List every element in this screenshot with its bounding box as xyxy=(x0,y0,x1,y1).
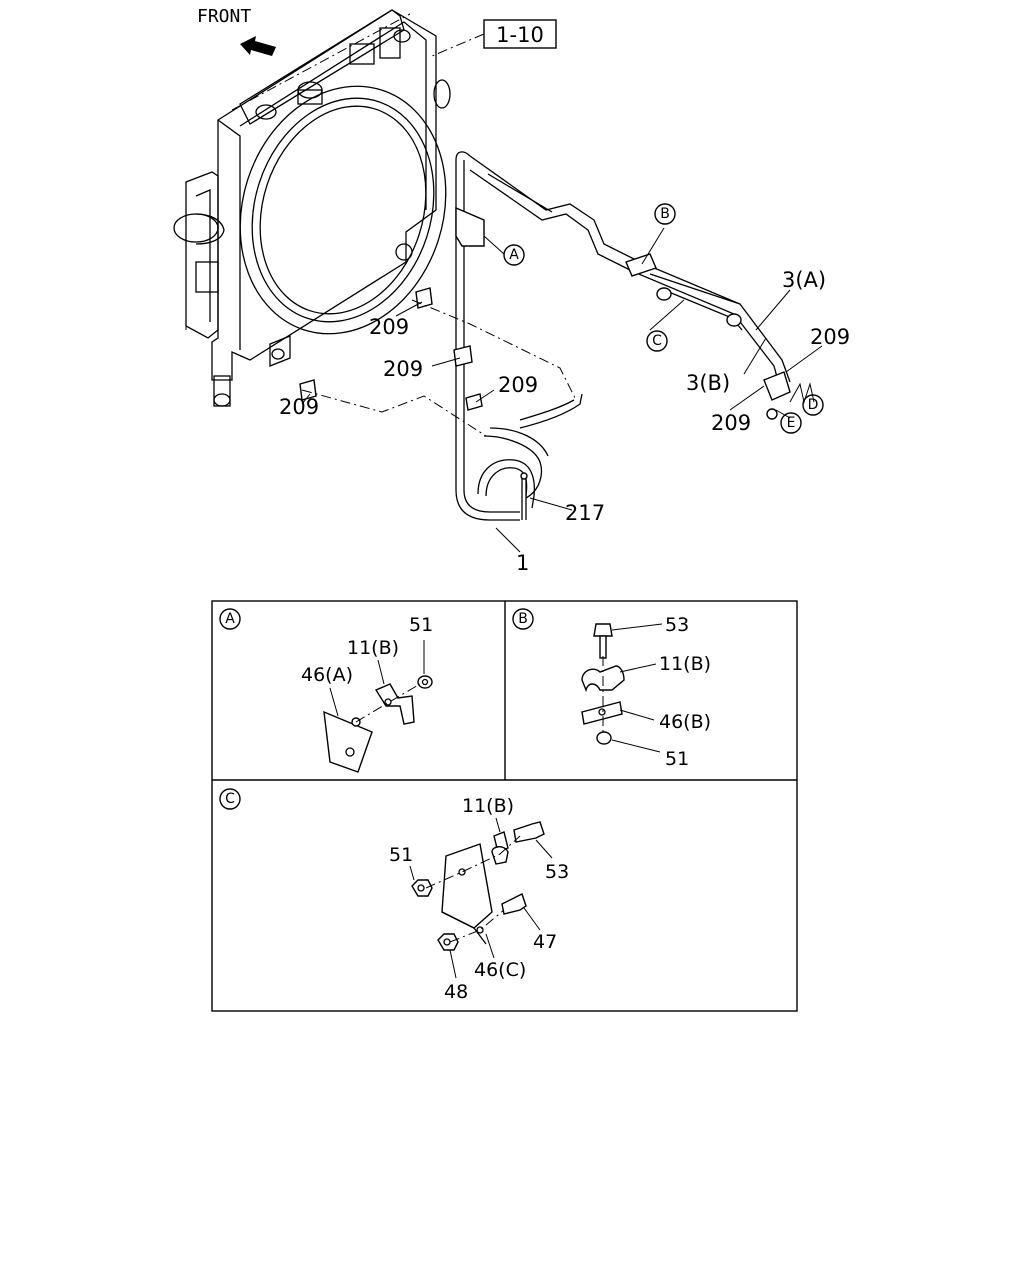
nut-51-a-shape xyxy=(417,675,433,689)
callout-209-upper-mid[interactable]: 209 xyxy=(369,315,409,339)
detail-c-label-46c[interactable]: 46(C) xyxy=(474,959,526,981)
detail-c-label-48[interactable]: 48 xyxy=(444,981,468,1003)
oil-cooler-pipe-assembly[interactable] xyxy=(299,151,791,521)
detail-c-tag: C xyxy=(219,788,241,810)
callout-209-right-low[interactable]: 209 xyxy=(711,411,751,435)
ref-box-label: 1-10 xyxy=(496,23,544,47)
detail-c-label-47[interactable]: 47 xyxy=(533,931,557,953)
callout-217[interactable]: 217 xyxy=(565,501,605,525)
detail-b-panel: B 53 11(B) 46(B) 51 xyxy=(512,608,711,770)
callout-3b[interactable]: 3(B) xyxy=(686,371,730,395)
detail-a-panel: A 51 11(B) 46(A) xyxy=(219,608,433,773)
detail-c-label-51[interactable]: 51 xyxy=(389,844,413,866)
callout-209-mid-right[interactable]: 209 xyxy=(498,373,538,397)
plate-46b-shape xyxy=(581,701,623,725)
callout-1[interactable]: 1 xyxy=(516,551,529,575)
bolt-53-b-shape xyxy=(593,623,613,637)
svg-text:B: B xyxy=(518,611,528,627)
nut-51-b-shape xyxy=(596,731,612,745)
detail-a-label-51[interactable]: 51 xyxy=(409,614,433,636)
svg-text:C: C xyxy=(652,333,662,349)
marker-e-main[interactable]: E xyxy=(780,412,802,434)
detail-c-label-11b[interactable]: 11(B) xyxy=(462,795,514,817)
detail-c-panel: C 11(B) 51 53 47 46(C) 48 xyxy=(219,788,569,1003)
callout-209-left-low[interactable]: 209 xyxy=(279,395,319,419)
bracket-46c-shape xyxy=(441,843,493,929)
clamp-11b-a-shape xyxy=(374,683,415,725)
svg-text:B: B xyxy=(660,206,670,222)
bracket-46a-shape xyxy=(323,710,373,773)
detail-c-label-53[interactable]: 53 xyxy=(545,861,569,883)
marker-d-main[interactable]: D xyxy=(802,394,824,416)
marker-a-main[interactable]: A xyxy=(503,244,525,266)
detail-b-label-53[interactable]: 53 xyxy=(665,614,689,636)
radiator-assembly xyxy=(173,9,451,407)
nut-51-c-shape xyxy=(411,879,433,897)
detail-a-tag: A xyxy=(219,608,241,630)
marker-b-main[interactable]: B xyxy=(654,203,676,225)
detail-b-label-46b[interactable]: 46(B) xyxy=(659,711,711,733)
marker-c-main[interactable]: C xyxy=(646,330,668,352)
callout-3a[interactable]: 3(A) xyxy=(782,268,826,292)
callout-209-mid[interactable]: 209 xyxy=(383,357,423,381)
svg-text:A: A xyxy=(225,611,235,627)
bolt-53-c-shape xyxy=(513,821,545,843)
detail-a-label-46a[interactable]: 46(A) xyxy=(301,664,353,686)
detail-b-label-51[interactable]: 51 xyxy=(665,748,689,770)
nut-48-shape xyxy=(437,933,459,951)
svg-text:E: E xyxy=(787,415,796,431)
leader-lines xyxy=(301,227,823,553)
front-label: FRONT xyxy=(197,6,251,27)
svg-text:A: A xyxy=(509,247,519,263)
front-arrow-icon xyxy=(240,36,276,56)
detail-b-tag: B xyxy=(512,608,534,630)
svg-text:C: C xyxy=(225,791,235,807)
detail-b-label-11b[interactable]: 11(B) xyxy=(659,653,711,675)
ref-box-1-10[interactable]: 1-10 xyxy=(483,19,557,49)
bolt-47-shape xyxy=(501,893,527,915)
detail-a-label-11b[interactable]: 11(B) xyxy=(347,637,399,659)
svg-text:D: D xyxy=(808,397,819,413)
callout-209-right-top[interactable]: 209 xyxy=(810,325,850,349)
